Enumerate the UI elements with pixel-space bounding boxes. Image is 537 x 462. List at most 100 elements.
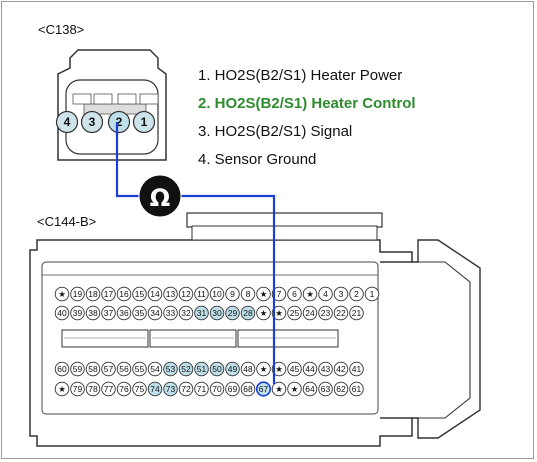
- c144-pin-label: 9: [230, 289, 235, 299]
- c144-pin-label: 59: [73, 364, 83, 374]
- c144-pin: [302, 286, 318, 302]
- c144-pin: [349, 361, 364, 377]
- c144-pin: [318, 286, 333, 302]
- c144-pin: [70, 361, 85, 377]
- c144-pin-label: ★: [306, 289, 314, 299]
- c144-pin: [349, 381, 364, 397]
- c144-pin-label: 34: [150, 308, 160, 318]
- c144-pin: [194, 361, 209, 377]
- c144-pin: [163, 381, 178, 397]
- c144-pin: [240, 381, 256, 397]
- c144-pin-label: 56: [119, 364, 129, 374]
- c144-pin: [194, 305, 209, 321]
- c144-pin-label: 37: [104, 308, 114, 318]
- c144-pin: [163, 361, 178, 377]
- c144-pin-label: ★: [58, 384, 66, 394]
- c144-pin: [255, 381, 272, 397]
- c144-pin-label: 30: [212, 308, 222, 318]
- c144-pin-label: 18: [88, 289, 98, 299]
- c144-pin: [178, 361, 194, 377]
- c144-pin: [240, 286, 256, 302]
- c144-pin-label: 63: [321, 384, 331, 394]
- c138-pin-4: [55, 110, 79, 134]
- c144-pin: [318, 305, 333, 321]
- c144-pin: [225, 286, 240, 302]
- c144-pin: [302, 305, 318, 321]
- c144-pin: [240, 305, 256, 321]
- c144-pin-label: 71: [197, 384, 207, 394]
- c144-pin: [333, 305, 349, 321]
- c144-pin: [287, 361, 302, 377]
- c138-pin-label: 2: [116, 115, 123, 129]
- c144-pin-label: ★: [275, 384, 283, 394]
- c144-pin-label: 38: [88, 308, 98, 318]
- c144-pin: [209, 305, 225, 321]
- c144-pin-label: 23: [321, 308, 331, 318]
- c144-pin: [287, 381, 302, 397]
- c144-pin-label: 13: [166, 289, 176, 299]
- c144-pin-label: 24: [305, 308, 315, 318]
- c144-pin: [163, 286, 178, 302]
- c144-pin: [116, 361, 132, 377]
- c144-pin: [132, 361, 147, 377]
- c144-pin: [256, 305, 271, 321]
- c144-pin: [70, 381, 85, 397]
- c144-pin: [132, 305, 147, 321]
- c144-pin-label: 28: [243, 308, 253, 318]
- c144-pin: [116, 305, 132, 321]
- c138-pin-label: 1: [141, 115, 148, 129]
- c144-pin-label: 8: [246, 289, 251, 299]
- c144-pin-label: 42: [336, 364, 346, 374]
- c144-pin-label: 19: [73, 289, 83, 299]
- c144-pin-label: 43: [321, 364, 331, 374]
- c144-pin: [116, 381, 132, 397]
- c144-pin-label: 60: [57, 364, 67, 374]
- c144-pin: [85, 305, 101, 321]
- c144-pin: [70, 305, 85, 321]
- c144-pin: [287, 286, 302, 302]
- c144-pin: [70, 286, 85, 302]
- c144-pin-label: 44: [305, 364, 315, 374]
- c144-pin: [101, 381, 116, 397]
- c144-pin: [225, 305, 240, 321]
- c144-pin: [302, 381, 318, 397]
- c144-pin-label: 54: [150, 364, 160, 374]
- c144-pin-label: 67: [259, 384, 269, 394]
- c144-pin-label: ★: [58, 289, 66, 299]
- c144-pin: [85, 286, 101, 302]
- c144-pin-label: 57: [104, 364, 114, 374]
- c144-pin: [147, 286, 163, 302]
- c144-pin: [349, 305, 364, 321]
- c144-pin-label: ★: [275, 308, 283, 318]
- c144-pin: [178, 381, 194, 397]
- c138-pin-label: 3: [89, 115, 96, 129]
- c144-pin-label: 4: [323, 289, 328, 299]
- c144-pin: [209, 286, 225, 302]
- c144-pin: [271, 381, 287, 397]
- c144-pin: [194, 381, 209, 397]
- c138-label: <C138>: [38, 22, 84, 37]
- ohmmeter-icon: Ω: [138, 174, 182, 218]
- c144-pin: [147, 381, 163, 397]
- c138-pin-2: [107, 110, 131, 134]
- c144-pin-label: 58: [88, 364, 98, 374]
- c144-pin-label: 35: [135, 308, 145, 318]
- c144-pin-label: 49: [228, 364, 238, 374]
- c144-pin: [116, 286, 132, 302]
- c144-pin: [240, 361, 256, 377]
- c144-pin-label: 39: [73, 308, 83, 318]
- c144-pin-label: 70: [212, 384, 222, 394]
- c138-pin-3: [80, 110, 104, 134]
- legend-item: 3. HO2S(B2/S1) Signal: [198, 123, 352, 140]
- c144-pin-label: 2: [354, 289, 359, 299]
- c144-pin: [225, 381, 240, 397]
- c144-pin: [132, 286, 147, 302]
- c144-pin: [178, 305, 194, 321]
- c144-pin-label: 53: [166, 364, 176, 374]
- c144-pin-label: 21: [352, 308, 362, 318]
- c144-pin: [318, 361, 333, 377]
- c144-pin: [54, 381, 70, 397]
- c144-pin-label: 33: [166, 308, 176, 318]
